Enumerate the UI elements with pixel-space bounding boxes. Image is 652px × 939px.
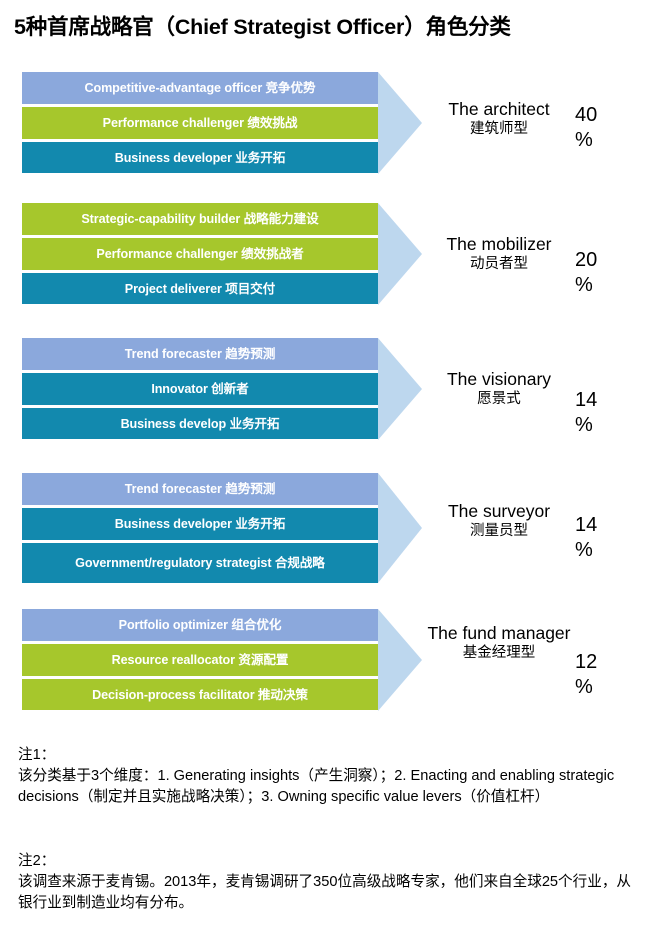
- percentage-symbol: %: [575, 129, 593, 151]
- role-label-cn: 建筑师型: [470, 121, 528, 137]
- percentage-value: 20%: [575, 248, 635, 298]
- role-label-cn: 愿景式: [477, 391, 521, 407]
- percentage-number: 14: [575, 514, 598, 536]
- percentage-number: 40: [575, 104, 598, 126]
- role-label: The surveyor 测量员型: [424, 500, 574, 541]
- role-bar: Competitive-advantage officer 竞争优势: [22, 72, 378, 104]
- role-label: The fund manager 基金经理型: [424, 622, 574, 663]
- arrow-right-icon: [378, 203, 422, 305]
- role-bar: Decision-process facilitator 推动决策: [22, 679, 378, 710]
- role-label-cn: 动员者型: [470, 256, 528, 272]
- percentage-number: 12: [575, 651, 598, 673]
- page-title: 5种首席战略官（Chief Strategist Officer）角色分类: [14, 15, 511, 39]
- percentage-number: 14: [575, 389, 598, 411]
- footnote-body: 该分类基于3个维度：1. Generating insights（产生洞察）；2…: [18, 768, 615, 805]
- role-label-en: The architect: [448, 99, 550, 119]
- footnote-label: 注1：: [18, 747, 56, 763]
- percentage-symbol: %: [575, 414, 593, 436]
- arrow-right-icon: [378, 72, 422, 174]
- role-bar: Strategic-capability builder 战略能力建设: [22, 203, 378, 235]
- percentage-value: 12%: [575, 650, 635, 700]
- role-label-en: The fund manager: [427, 623, 571, 643]
- footnote: 注1： 该分类基于3个维度：1. Generating insights（产生洞察…: [18, 745, 640, 808]
- role-bar: Business developer 业务开拓: [22, 142, 378, 173]
- footnote-label: 注2：: [18, 853, 56, 869]
- role-bar: Trend forecaster 趋势预测: [22, 338, 378, 370]
- role-bar: Trend forecaster 趋势预测: [22, 473, 378, 505]
- role-label-en: The visionary: [446, 369, 552, 389]
- role-bar: Performance challenger 绩效挑战者: [22, 238, 378, 270]
- role-label-cn: 测量员型: [470, 523, 528, 539]
- role-bar: Government/regulatory strategist 合规战略: [22, 543, 378, 583]
- arrow-right-icon: [378, 338, 422, 440]
- role-bar: Performance challenger 绩效挑战: [22, 107, 378, 139]
- role-label: The visionary 愿景式: [424, 368, 574, 409]
- role-bar: Project deliverer 项目交付: [22, 273, 378, 304]
- arrow-right-icon: [378, 609, 422, 711]
- percentage-value: 40%: [575, 103, 635, 153]
- role-bar: Business develop 业务开拓: [22, 408, 378, 439]
- percentage-value: 14%: [575, 388, 635, 438]
- percentage-symbol: %: [575, 539, 593, 561]
- role-bar: Innovator 创新者: [22, 373, 378, 405]
- role-label-cn: 基金经理型: [462, 645, 536, 661]
- percentage-value: 14%: [575, 513, 635, 563]
- role-label: The mobilizer 动员者型: [424, 233, 574, 274]
- percentage-number: 20: [575, 249, 598, 271]
- percentage-symbol: %: [575, 676, 593, 698]
- footnote: 注2： 该调查来源于麦肯锡。2013年，麦肯锡调研了350位高级战略专家，他们来自…: [18, 851, 640, 914]
- role-label-en: The surveyor: [447, 501, 551, 521]
- role-label: The architect 建筑师型: [424, 98, 574, 139]
- percentage-symbol: %: [575, 274, 593, 296]
- role-bar: Resource reallocator 资源配置: [22, 644, 378, 676]
- role-label-en: The mobilizer: [446, 234, 552, 254]
- role-bar: Business developer 业务开拓: [22, 508, 378, 540]
- footnote-body: 该调查来源于麦肯锡。2013年，麦肯锡调研了350位高级战略专家，他们来自全球2…: [18, 874, 632, 911]
- arrow-right-icon: [378, 473, 422, 583]
- role-bar: Portfolio optimizer 组合优化: [22, 609, 378, 641]
